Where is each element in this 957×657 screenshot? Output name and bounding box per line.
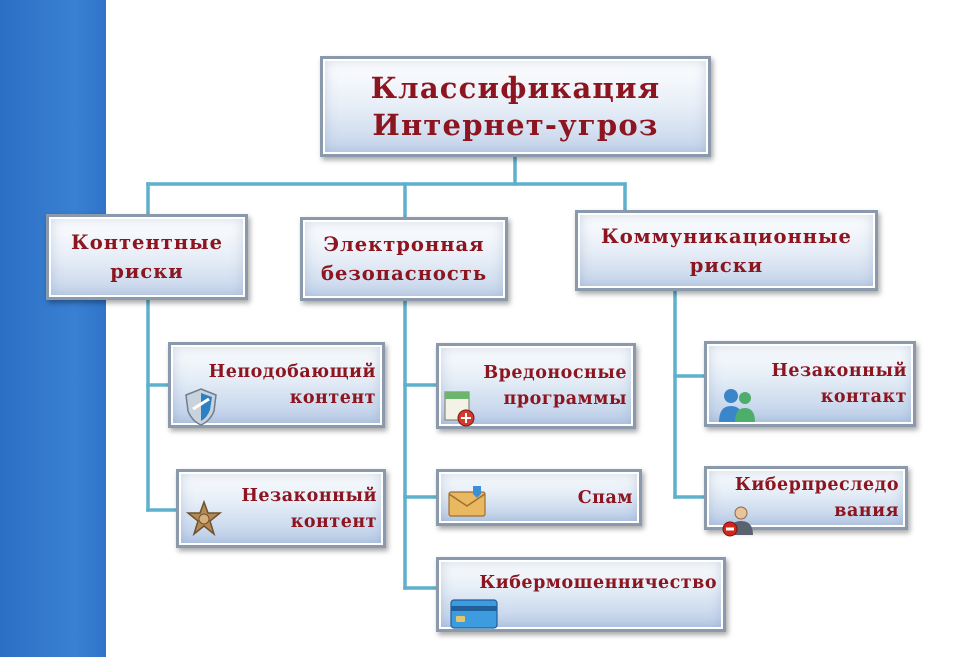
leaf-label: Киберпреследо вания: [734, 475, 899, 521]
shield-icon: [185, 388, 217, 426]
leaf-label: Незаконный контакт: [771, 361, 907, 407]
leaf-illegal-content: Незаконный контент: [176, 469, 386, 548]
leaf-cyberstalking: Киберпреследо вания: [704, 466, 908, 537]
category-label: Электронная безопасность: [320, 233, 488, 285]
credit-card-icon: [450, 599, 498, 629]
category-label: Коммуникационные риски: [601, 224, 852, 277]
blocked-user-icon: [722, 506, 753, 537]
leaf-malware: Вредоносные программы: [436, 343, 636, 429]
diagram-title: Классификация Интернет-угроз: [370, 70, 661, 142]
leaf-label: Спам: [577, 487, 633, 508]
leaf-illegal-contact: Незаконный контакт: [704, 341, 916, 427]
category-electronic-security: Электронная безопасность: [300, 217, 508, 301]
leaf-inappropriate-content: Неподобающий контент: [168, 342, 385, 428]
category-communication-risks: Коммуникационные риски: [575, 210, 878, 291]
sheriff-star-icon: [185, 500, 223, 537]
leaf-spam: Спам: [436, 469, 642, 526]
sidebar-band: [0, 0, 106, 657]
infected-file-icon: [444, 391, 475, 427]
leaf-label: Кибермошенничество: [479, 573, 717, 593]
diagram-title-box: Классификация Интернет-угроз: [320, 56, 711, 157]
users-icon: [719, 389, 755, 422]
leaf-label: Вредоносные программы: [483, 363, 627, 409]
leaf-label: Неподобающий контент: [208, 362, 376, 408]
leaf-label: Незаконный контент: [241, 485, 377, 532]
leaf-cyberfraud: Кибермошенничество: [436, 557, 726, 632]
category-label: Контентные риски: [70, 231, 224, 283]
category-content-risks: Контентные риски: [46, 214, 248, 300]
envelope-icon: [448, 486, 486, 517]
